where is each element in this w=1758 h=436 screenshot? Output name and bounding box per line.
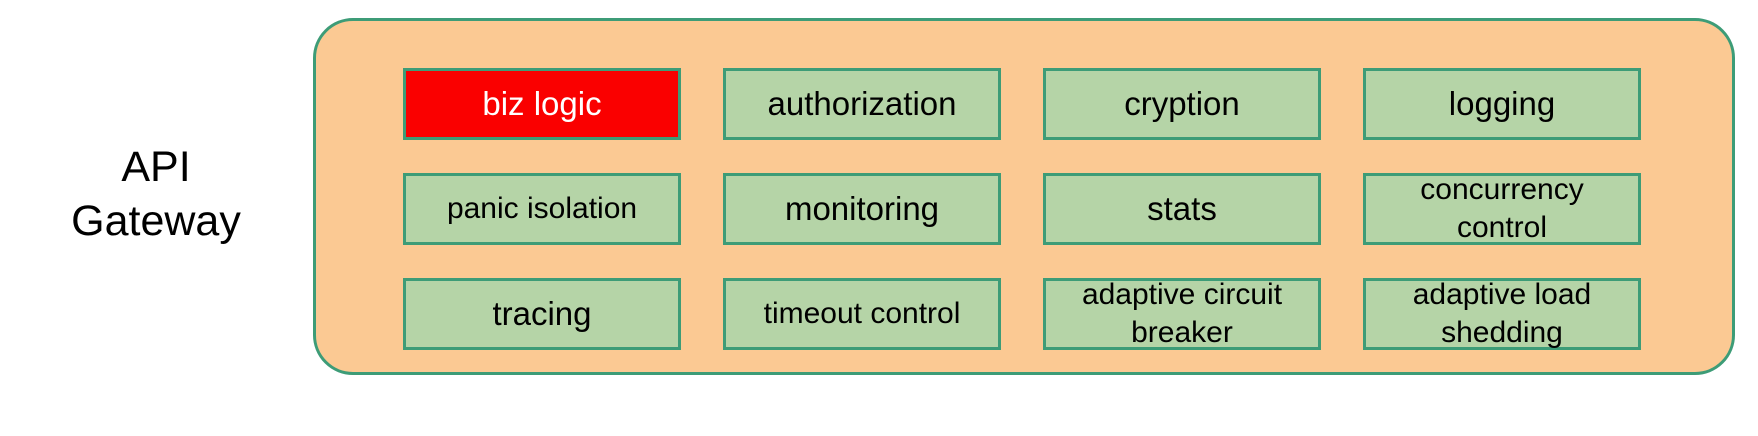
component-box[interactable]: biz logic bbox=[403, 68, 681, 140]
component-box[interactable]: concurrency control bbox=[1363, 173, 1641, 245]
component-box[interactable]: adaptive load shedding bbox=[1363, 278, 1641, 350]
component-box[interactable]: monitoring bbox=[723, 173, 1001, 245]
component-box[interactable]: stats bbox=[1043, 173, 1321, 245]
component-box[interactable]: adaptive circuit breaker bbox=[1043, 278, 1321, 350]
api-gateway-label: API Gateway bbox=[71, 143, 241, 245]
component-box[interactable]: cryption bbox=[1043, 68, 1321, 140]
component-box[interactable]: timeout control bbox=[723, 278, 1001, 350]
component-box[interactable]: tracing bbox=[403, 278, 681, 350]
component-box[interactable]: panic isolation bbox=[403, 173, 681, 245]
component-box[interactable]: logging bbox=[1363, 68, 1641, 140]
component-grid: biz logic authorization cryption logging pan… bbox=[403, 68, 1661, 350]
component-box[interactable]: authorization bbox=[723, 68, 1001, 140]
